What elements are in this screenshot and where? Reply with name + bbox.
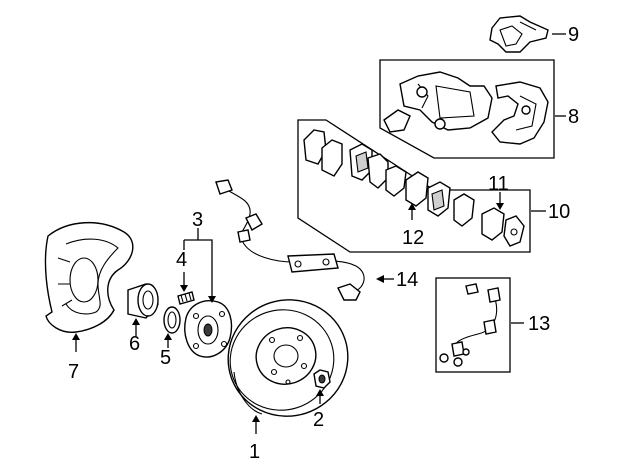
part-4-hub-bolt[interactable] — [177, 291, 195, 305]
part-8-caliper-box — [379, 59, 555, 159]
arrow-6 — [132, 318, 140, 325]
callout-10: 10 — [548, 201, 570, 223]
arrow-14 — [376, 275, 384, 283]
arrow-5 — [164, 333, 172, 340]
part-13-hose-box — [435, 277, 511, 373]
callout-9: 9 — [568, 24, 579, 46]
leader-3 — [183, 228, 213, 302]
part-5-snap-ring[interactable] — [163, 306, 181, 334]
part-8-caliper-assembly[interactable] — [383, 71, 549, 145]
callout-3: 3 — [192, 209, 203, 231]
arrow-4 — [180, 285, 188, 292]
callout-13: 13 — [528, 313, 550, 335]
part-14-abs-sensor[interactable] — [215, 179, 365, 301]
callout-11: 11 — [488, 173, 509, 195]
arrow-12 — [408, 203, 416, 210]
part-9-caliper-shield[interactable] — [489, 15, 549, 53]
part-2-lug-nut[interactable] — [313, 369, 331, 389]
callout-1: 1 — [249, 441, 260, 463]
callout-6: 6 — [129, 333, 140, 355]
callout-5: 5 — [160, 347, 171, 369]
arrow-11 — [496, 203, 504, 210]
part-13-brake-hose[interactable] — [439, 283, 501, 367]
part-1-brake-rotor[interactable] — [213, 284, 363, 431]
part-6-wheel-bearing[interactable] — [127, 283, 159, 319]
arrow-7 — [72, 333, 80, 340]
callout-7: 7 — [68, 361, 79, 383]
arrow-3 — [208, 296, 216, 303]
callout-12: 12 — [402, 227, 424, 249]
part-10-brake-pads[interactable] — [303, 129, 525, 247]
callout-8: 8 — [568, 106, 579, 128]
callout-14: 14 — [396, 269, 418, 291]
callout-4: 4 — [176, 249, 187, 271]
part-7-splash-shield[interactable] — [44, 222, 134, 333]
part-3-hub-assembly[interactable] — [184, 300, 233, 358]
arrow-2 — [316, 389, 324, 396]
arrow-1 — [252, 415, 260, 422]
callout-2: 2 — [313, 409, 324, 431]
part-10-pads-box — [297, 119, 531, 253]
